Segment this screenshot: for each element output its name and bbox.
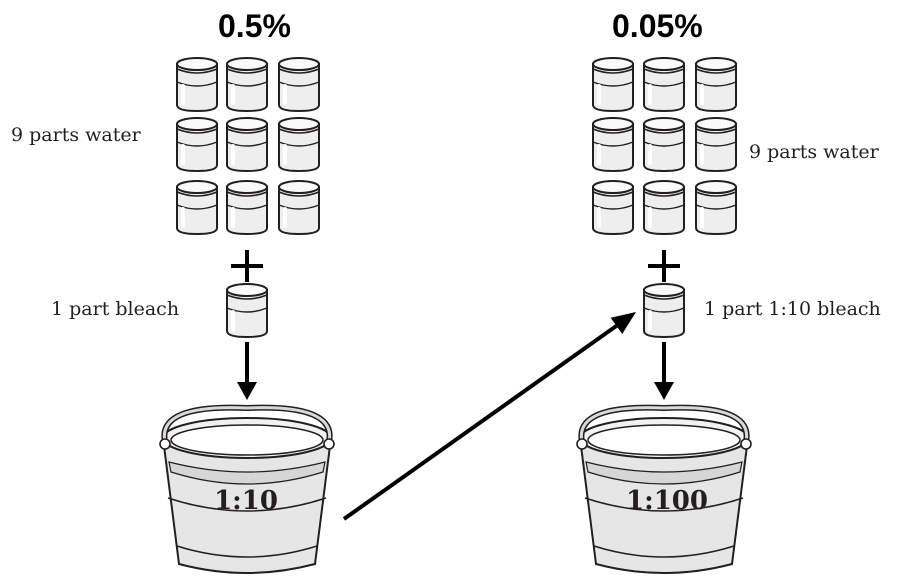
- right-bucket-icon: [576, 404, 752, 574]
- right-bleach-glass-icon: [643, 283, 685, 339]
- left-water-label: 9 parts water: [11, 124, 141, 146]
- right-water-label: 9 parts water: [749, 141, 879, 163]
- left-water-glass-icon: [176, 117, 218, 173]
- left-percentage: 0.5%: [218, 8, 291, 44]
- right-water-glass-icon: [592, 180, 634, 236]
- right-bucket-ratio: 1:100: [626, 486, 708, 516]
- left-bleach-glass-icon: [226, 283, 268, 339]
- right-bleach-label: 1 part 1:10 bleach: [704, 298, 881, 320]
- right-percentage: 0.05%: [612, 8, 703, 44]
- left-water-glass-icon: [278, 57, 320, 113]
- right-water-glass-icon: [592, 117, 634, 173]
- transfer-arrow-icon: [342, 312, 636, 521]
- right-water-glass-icon: [695, 117, 737, 173]
- left-water-glass-icon: [226, 117, 268, 173]
- right-down-arrow-icon: [654, 342, 674, 400]
- right-water-glass-icon: [695, 57, 737, 113]
- left-water-glass-icon: [278, 117, 320, 173]
- left-bucket-ratio: 1:10: [214, 486, 278, 516]
- left-bucket-icon: [159, 404, 335, 574]
- right-water-glass-icon: [643, 57, 685, 113]
- left-plus-icon: [231, 250, 263, 282]
- left-down-arrow-icon: [237, 342, 257, 400]
- left-water-glass-icon: [226, 180, 268, 236]
- left-bleach-label: 1 part bleach: [51, 298, 180, 320]
- left-water-glass-icon: [176, 180, 218, 236]
- right-water-glass-icon: [643, 180, 685, 236]
- right-plus-icon: [648, 250, 680, 282]
- left-water-glass-icon: [176, 57, 218, 113]
- left-water-glass-icon: [278, 180, 320, 236]
- right-water-glass-icon: [695, 180, 737, 236]
- right-water-glass-icon: [643, 117, 685, 173]
- right-water-glass-icon: [592, 57, 634, 113]
- left-water-glass-icon: [226, 57, 268, 113]
